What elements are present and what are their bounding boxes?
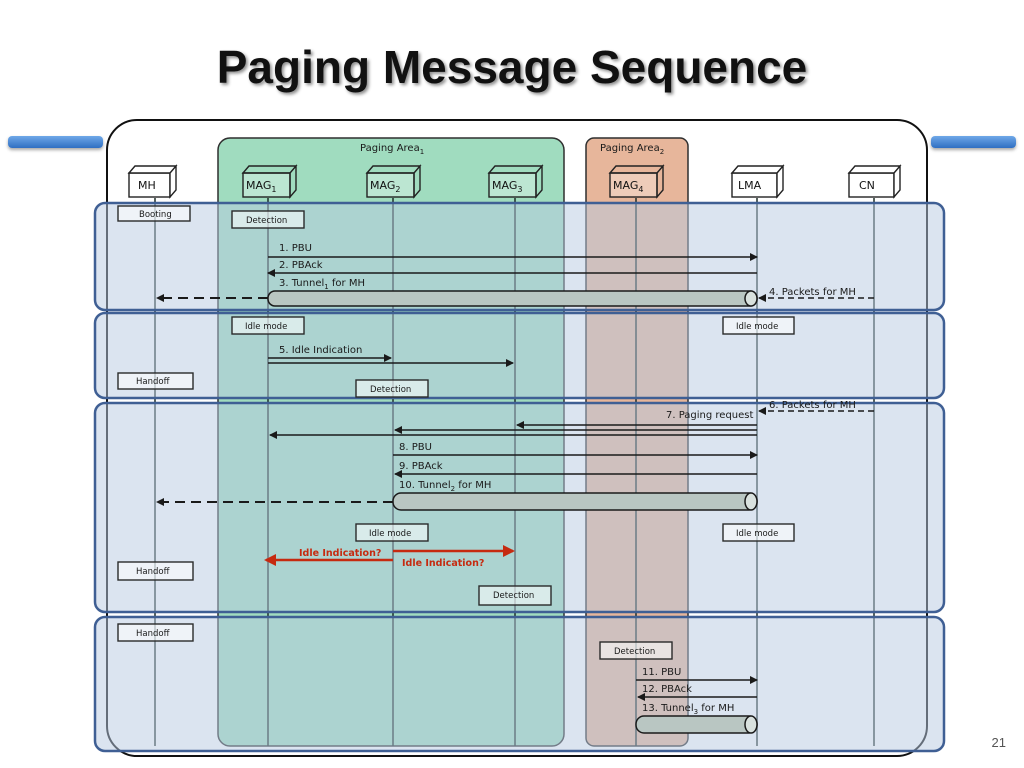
phase-panel-4: [93, 615, 946, 753]
label-idle-query-2: Idle Indication?: [402, 558, 484, 569]
state-idle-mag1: Idle mode: [245, 322, 287, 332]
label-m13: 13. Tunnel3 for MH: [642, 703, 734, 716]
state-handoff-3: Handoff: [136, 629, 171, 639]
label-m4: 4. Packets for MH: [769, 287, 856, 298]
tunnel-2: [392, 492, 758, 511]
paging-area-1-label: Paging Area1: [360, 143, 424, 156]
state-box-booting: [117, 205, 191, 222]
state-box-handoff-3: [117, 623, 194, 642]
svg-text:MAG2: MAG2: [370, 179, 400, 194]
node-lma: LMA: [730, 164, 785, 199]
svg-text:MH: MH: [138, 179, 156, 192]
state-box-handoff-2: [117, 561, 194, 581]
label-m11: 11. PBU: [642, 667, 681, 678]
state-detection-mag1: Detection: [246, 216, 287, 226]
label-m9: 9. PBAck: [399, 461, 443, 472]
label-m1: 1. PBU: [279, 243, 312, 254]
state-box-detection-mag3: [478, 585, 552, 606]
label-m10: 10. Tunnel2 for MH: [399, 480, 491, 493]
state-box-detection-mag1: [231, 210, 305, 229]
node-mag4: MAG4: [608, 164, 665, 199]
svg-text:LMA: LMA: [738, 179, 762, 192]
tunnel-1: [267, 290, 758, 307]
label-m12: 12. PBAck: [642, 684, 692, 695]
svg-text:MAG3: MAG3: [492, 179, 522, 194]
node-mag3: MAG3: [487, 164, 544, 199]
state-box-detection-mag2: [355, 379, 429, 398]
tunnel-2-end: [744, 492, 758, 511]
tunnel-1-end: [744, 290, 758, 307]
tunnel-3-end: [744, 715, 758, 734]
node-mh: MH: [127, 164, 178, 199]
state-box-idle-mag1: [231, 316, 305, 335]
state-detection-mag3: Detection: [493, 591, 534, 601]
label-m8: 8. PBU: [399, 442, 432, 453]
label-m5: 5. Idle Indication: [279, 345, 362, 356]
node-mag2: MAG2: [365, 164, 422, 199]
label-m6: 6. Packets for MH: [769, 400, 856, 411]
state-booting: Booting: [139, 210, 172, 220]
left-accent-bar: [8, 136, 103, 148]
state-detection-mag4: Detection: [614, 647, 655, 657]
state-box-idle-lma-2: [722, 523, 795, 542]
state-detection-mag2: Detection: [370, 385, 411, 395]
phase-panel-2: [93, 311, 946, 400]
svg-text:CN: CN: [859, 179, 875, 192]
state-idle-lma-1: Idle mode: [736, 322, 778, 332]
node-mag1: MAG1: [241, 164, 298, 199]
label-m2: 2. PBAck: [279, 260, 323, 271]
label-idle-query-1: Idle Indication?: [299, 548, 381, 559]
tunnel-3: [635, 715, 758, 734]
state-box-handoff-1: [117, 372, 194, 390]
svg-text:MAG1: MAG1: [246, 179, 276, 194]
state-box-detection-mag4: [599, 641, 673, 660]
state-handoff-2: Handoff: [136, 567, 171, 577]
state-idle-mag2: Idle mode: [369, 529, 411, 539]
state-idle-lma-2: Idle mode: [736, 529, 778, 539]
state-box-idle-mag2: [355, 523, 429, 542]
state-handoff-1: Handoff: [136, 377, 171, 387]
label-m7: 7. Paging request: [666, 410, 754, 421]
state-box-idle-lma-1: [722, 316, 795, 335]
right-accent-bar: [931, 136, 1016, 148]
node-cn: CN: [847, 164, 902, 199]
svg-text:MAG4: MAG4: [613, 179, 643, 194]
slide-title: Paging Message Sequence: [216, 41, 808, 93]
paging-area-2-label: Paging Area2: [600, 143, 664, 156]
label-m3: 3. Tunnel1 for MH: [279, 278, 365, 291]
page-number: 21: [991, 735, 1006, 750]
